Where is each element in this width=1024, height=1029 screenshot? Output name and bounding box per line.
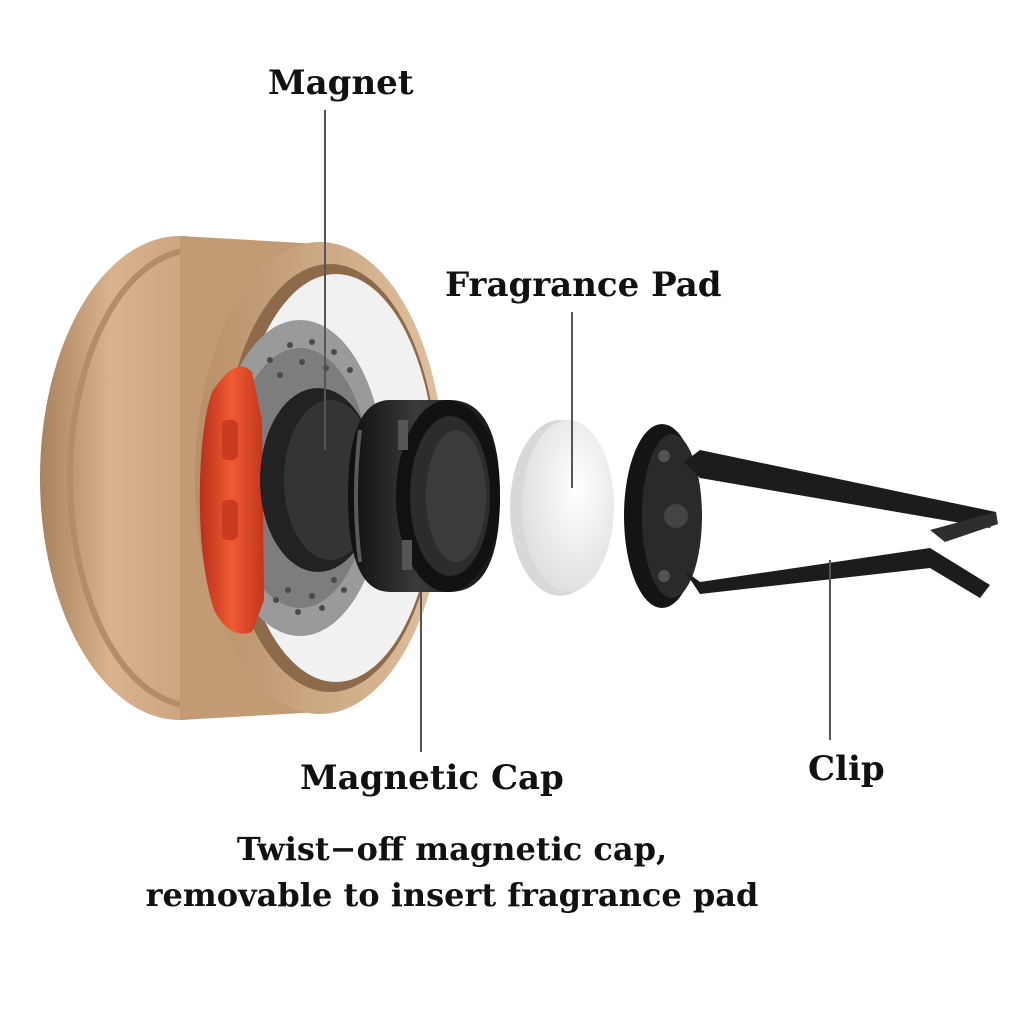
fragrance-pad-icon <box>510 420 614 596</box>
vent-clip-icon <box>624 424 998 608</box>
caption-line-2: removable to insert fragrance pad <box>145 876 759 914</box>
label-magnetic-cap: Magnetic Cap <box>300 758 564 798</box>
label-clip: Clip <box>808 749 885 789</box>
caption: Twist−off magnetic cap, removable to ins… <box>112 826 792 918</box>
leader-lines <box>324 110 831 752</box>
caption-line-1: Twist−off magnetic cap, <box>236 830 668 868</box>
label-fragrance-pad: Fragrance Pad <box>445 265 722 305</box>
label-magnet: Magnet <box>268 63 414 103</box>
brake-caliper-icon <box>199 366 264 634</box>
magnetic-cap-icon <box>348 400 500 592</box>
